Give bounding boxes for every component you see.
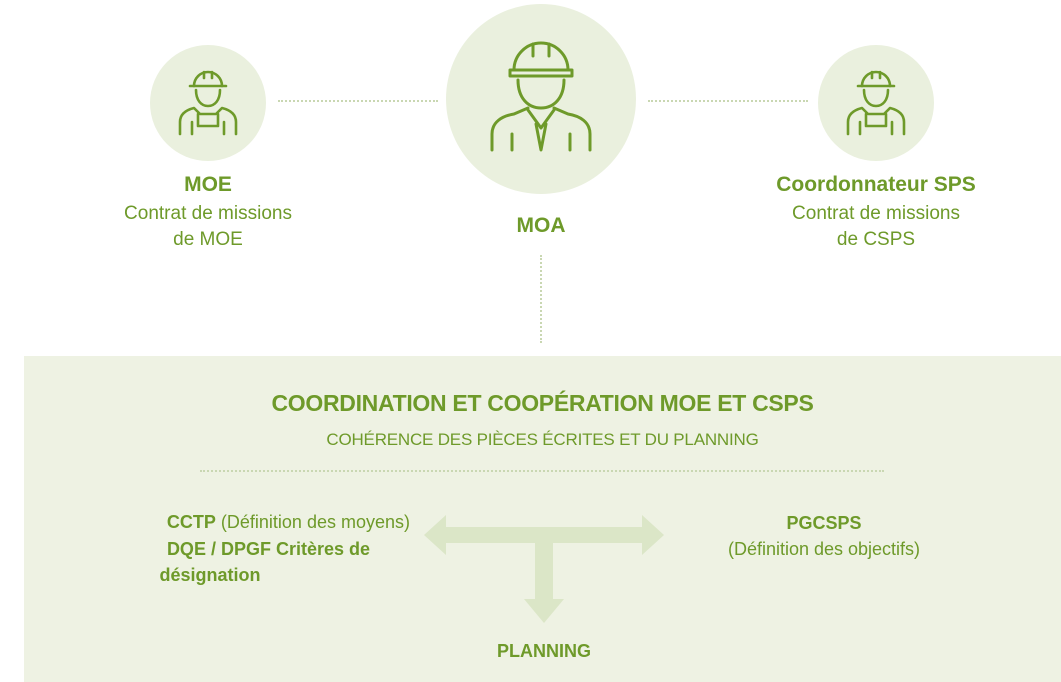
connector-moa-sps [648, 100, 808, 102]
connector-moe-moa [278, 100, 438, 102]
sps-contract-line2: de CSPS [836, 229, 916, 250]
moa-avatar-circle [446, 4, 636, 194]
left-dqe-line: DQE / DPGF Critères de [166, 539, 370, 559]
sps-contract-line1: Contrat de missions [792, 203, 960, 224]
panel-title: COORDINATION ET COOPÉRATION MOE ET CSPS [271, 390, 814, 416]
cctp-description: (Définition des moyens) [215, 512, 410, 532]
connector-moa-panel [540, 255, 542, 343]
moe-avatar-circle [150, 45, 266, 161]
left-designation-line: désignation [159, 565, 261, 585]
pgcsps-title: PGCSPS [786, 513, 862, 533]
left-cctp-line: CCTP (Définition des moyens) [60, 510, 410, 535]
moe-contract-line1: Contrat de missions [124, 203, 292, 224]
coordination-panel [24, 356, 1061, 682]
sps-avatar-circle [818, 45, 934, 161]
panel-divider [200, 470, 884, 472]
pgcsps-description: (Définition des objectifs) [727, 539, 921, 559]
panel-subtitle: COHÉRENCE DES PIÈCES ÉCRITES ET DU PLANN… [326, 430, 759, 449]
cctp-label: CCTP [166, 512, 216, 532]
moa-title: MOA [516, 214, 566, 237]
sps-title: Coordonnateur SPS [776, 173, 976, 196]
exchange-arrow [424, 515, 664, 623]
planning-label: PLANNING [497, 641, 591, 661]
worker-helmet-icon [178, 70, 238, 136]
manager-helmet-icon [490, 41, 592, 152]
worker-helmet-icon [846, 70, 906, 136]
moe-contract-line2: de MOE [173, 229, 243, 250]
moe-title: MOE [184, 173, 232, 196]
